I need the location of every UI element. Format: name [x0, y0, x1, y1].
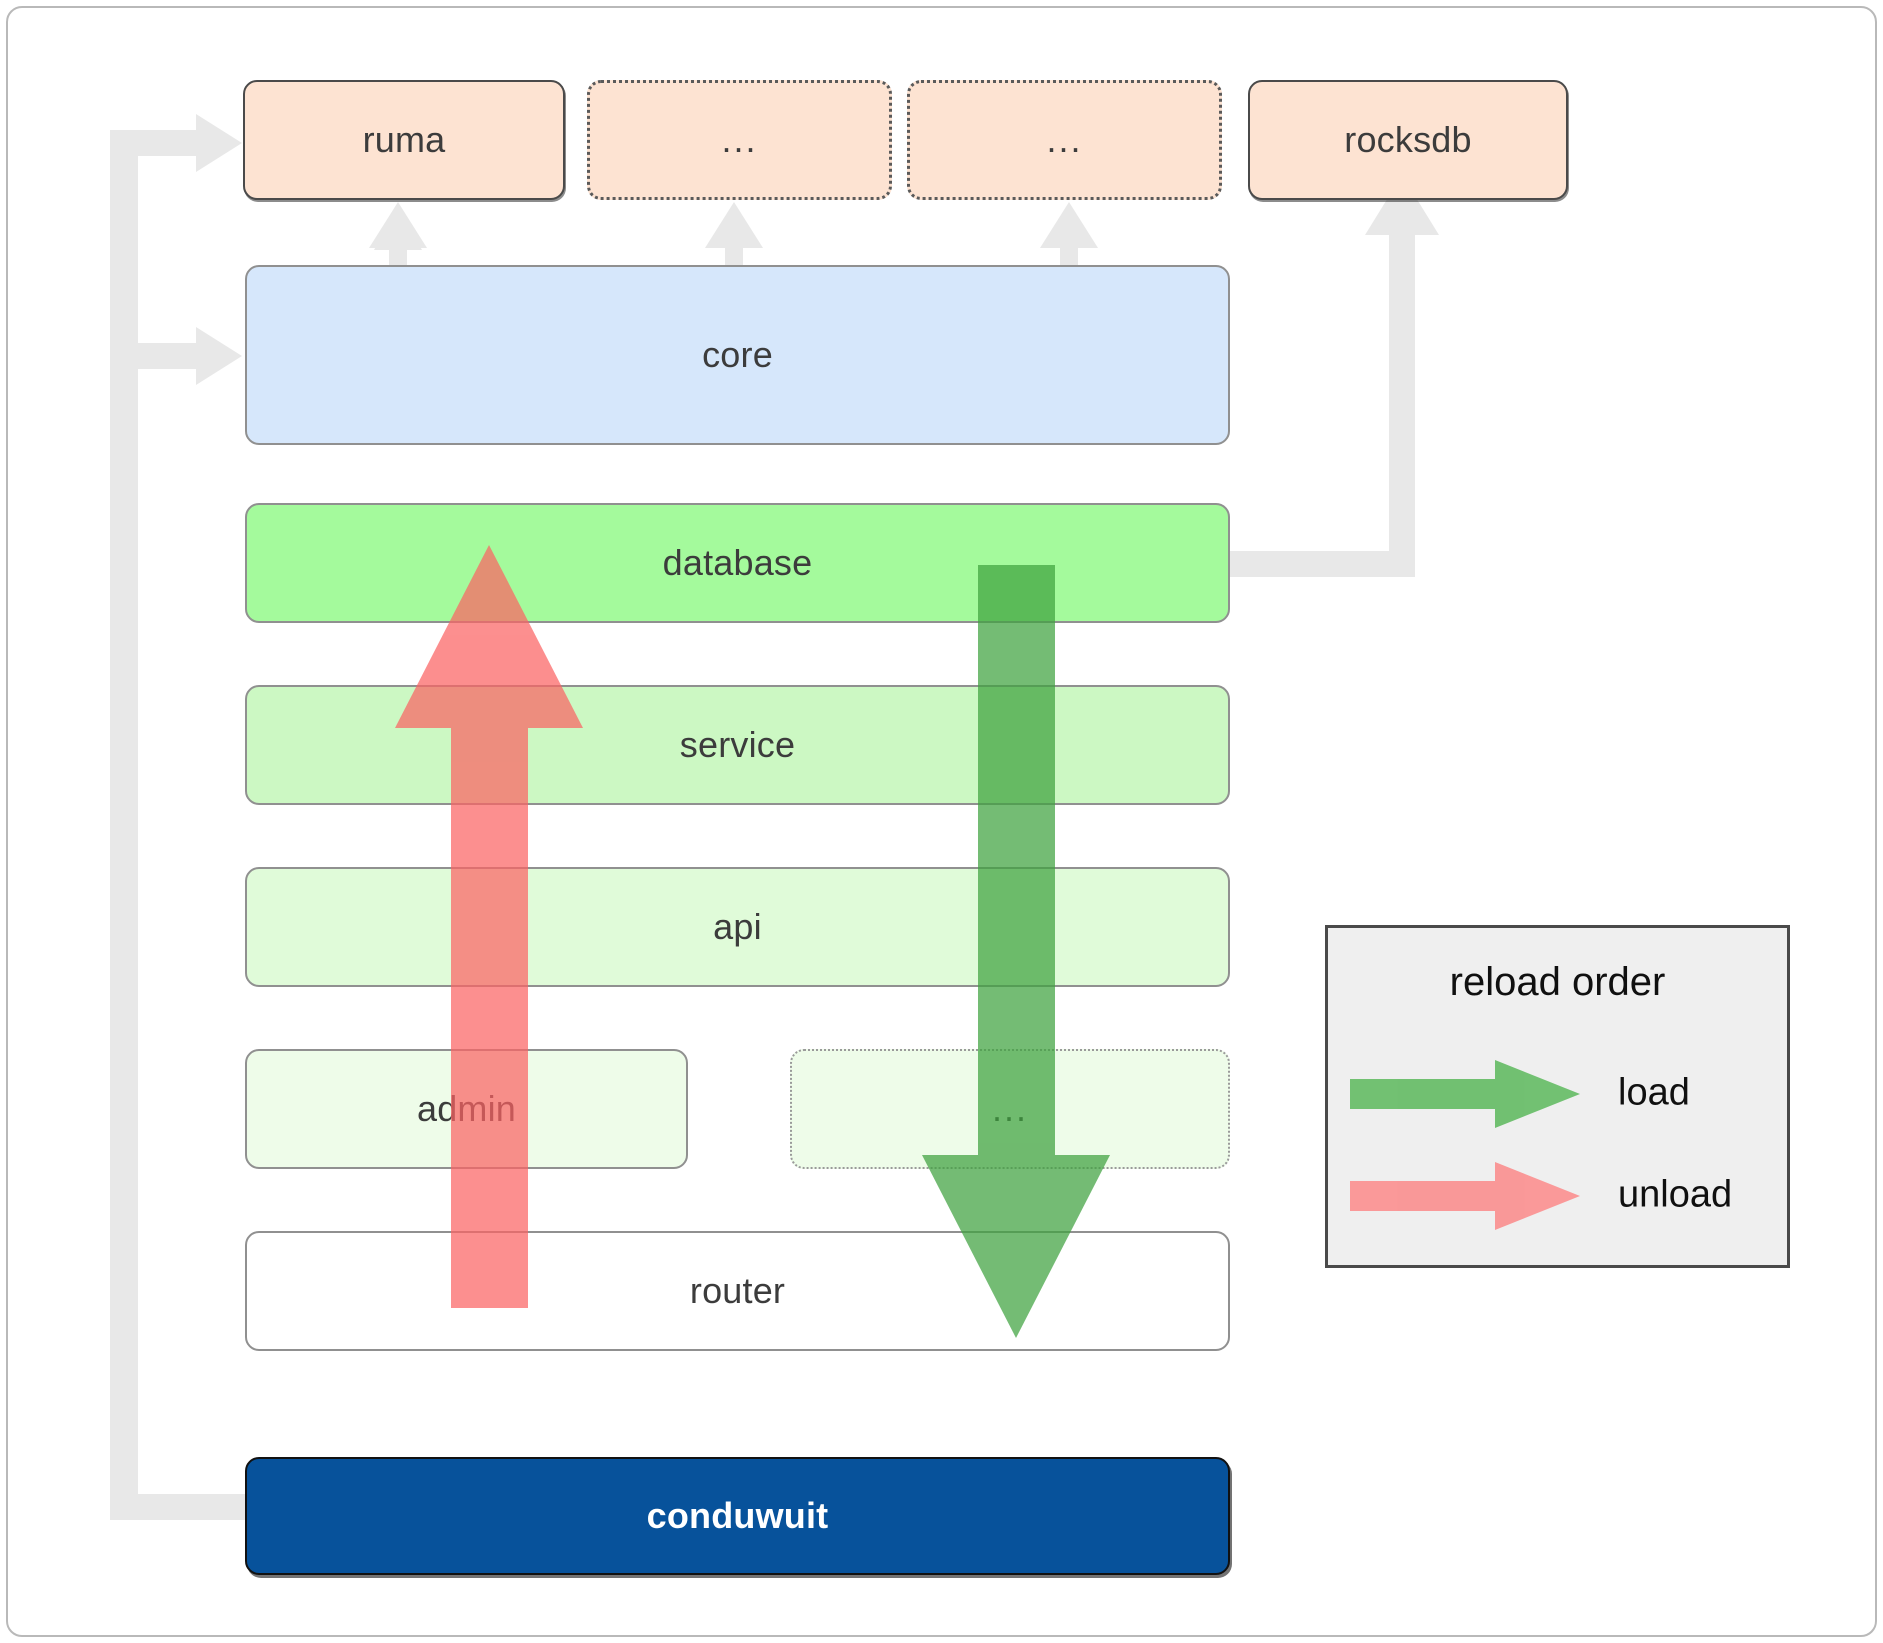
layer-label: core: [702, 334, 773, 375]
layer-box-core[interactable]: core: [245, 265, 1230, 445]
dependency-label: ruma: [362, 119, 446, 160]
layer-label: router: [689, 1270, 786, 1311]
unload-arrow: [395, 545, 583, 1308]
binary-box-conduwuit[interactable]: conduwuit: [245, 1457, 1230, 1575]
layer-label: database: [662, 542, 813, 583]
legend-unload-arrow-icon: [1350, 1162, 1580, 1230]
load-arrow: [922, 565, 1110, 1338]
legend-panel: reload order load unload: [1325, 925, 1790, 1268]
dependency-box-ruma[interactable]: ruma: [243, 80, 565, 200]
binary-label: conduwuit: [646, 1495, 829, 1536]
legend-row-load: load: [1328, 1048, 1787, 1138]
legend-row-unload: unload: [1328, 1150, 1787, 1240]
dependency-label: rocksdb: [1344, 119, 1472, 160]
dependency-box-ellipsis-1[interactable]: ...: [587, 80, 892, 200]
dependency-box-ellipsis-2[interactable]: ...: [907, 80, 1222, 200]
legend-load-label: load: [1618, 1071, 1690, 1114]
dependency-label: ...: [1046, 119, 1083, 160]
layer-label: api: [713, 906, 762, 947]
legend-load-arrow-icon: [1350, 1060, 1580, 1128]
dependency-label: ...: [721, 119, 758, 160]
layer-box-api[interactable]: api: [245, 867, 1230, 987]
layer-box-database[interactable]: database: [245, 503, 1230, 623]
legend-unload-label: unload: [1618, 1173, 1733, 1216]
layer-label: service: [679, 724, 796, 765]
layer-box-router[interactable]: router: [245, 1231, 1230, 1351]
dependency-box-rocksdb[interactable]: rocksdb: [1248, 80, 1568, 200]
legend-title: reload order: [1449, 960, 1666, 1004]
